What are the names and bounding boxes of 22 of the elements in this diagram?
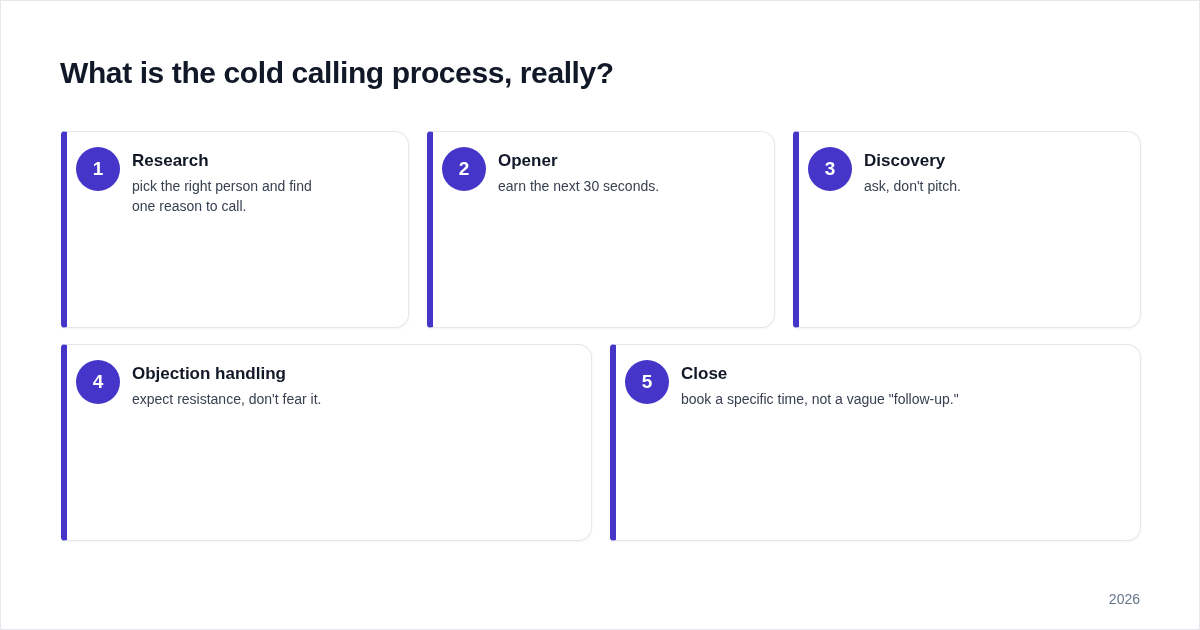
step-card xyxy=(793,131,1141,328)
step-description: earn the next 30 seconds. xyxy=(498,177,661,196)
step-description: pick the right person and find one reason to call. xyxy=(132,177,313,216)
step-heading: Close xyxy=(681,364,728,384)
step-heading: Discovery xyxy=(864,151,946,171)
year-label: 2026 xyxy=(1108,591,1140,607)
step-number: 4 xyxy=(76,360,120,404)
step-heading: Research xyxy=(132,151,209,171)
step-card xyxy=(61,131,409,328)
step-number: 5 xyxy=(625,360,669,404)
step-number: 3 xyxy=(808,147,852,191)
step-card xyxy=(427,131,775,328)
step-description: ask, don't pitch. xyxy=(864,177,962,196)
step-description: book a specific time, not a vague "follow-up." xyxy=(681,390,960,409)
step-number: 1 xyxy=(76,147,120,191)
page-title: What is the cold calling process, really? xyxy=(60,56,614,90)
step-card xyxy=(61,344,592,541)
step-number: 2 xyxy=(442,147,486,191)
step-heading: Objection handling xyxy=(132,364,286,384)
step-description: expect resistance, don't fear it. xyxy=(132,390,323,409)
step-card xyxy=(610,344,1141,541)
step-heading: Opener xyxy=(498,151,558,171)
